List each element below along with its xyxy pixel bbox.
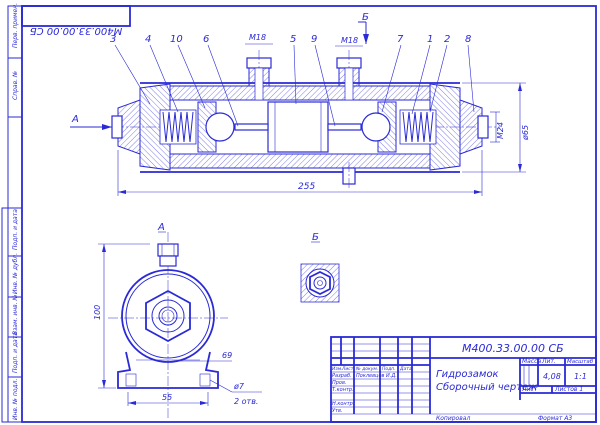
dim-255: 255 — [298, 182, 315, 192]
right-spring — [399, 109, 437, 145]
strip-label: Инв. № дубл. — [12, 253, 19, 294]
code-stamp: М400.33.00.00 СБ — [21, 5, 131, 36]
tb-designation: М400.33.00.00 СБ — [462, 342, 564, 355]
view-b-title: Б — [312, 232, 319, 243]
title-block: М400.33.00.00 СБ Лит. Масса Масштаб 4,08… — [330, 336, 597, 423]
callout: 5 — [290, 34, 296, 45]
mirrored-code: М400.33.00.00 СБ — [30, 25, 123, 36]
tb-col-scale: Масштаб — [567, 359, 594, 365]
tb-row-label: Т.контр. — [332, 387, 354, 393]
tb-mass: 4,08 — [543, 372, 561, 381]
dim-69: 69 — [222, 351, 232, 360]
dim-dia65-label: ø65 — [521, 125, 530, 141]
callout: 2 — [444, 34, 450, 45]
tb-copied: Копировал — [436, 415, 470, 422]
callout: 7 — [397, 34, 404, 45]
arrow-a-label: A — [71, 114, 79, 125]
callout: 6 — [203, 34, 209, 45]
view-arrow-a: A — [70, 114, 112, 130]
tb-col-mass: Масса — [522, 358, 541, 365]
strip-label: Подп. и дата — [12, 332, 19, 373]
left-spring — [159, 109, 197, 145]
strip-label: Инв. № подл. — [12, 379, 19, 420]
dim-overall-length: 255 — [117, 150, 483, 196]
callout: 1 — [427, 34, 433, 45]
tb-hdr-date: Дата — [399, 366, 412, 372]
tb-row-label: Пров. — [332, 380, 347, 386]
tb-sheet: Лист — [521, 386, 538, 393]
left-fitting — [246, 50, 272, 101]
strip-label: Перв. примен. — [12, 3, 19, 48]
tb-name-1: Гидрозамок — [436, 369, 499, 380]
strip-label: Справ. № — [12, 71, 19, 100]
dim-55: 55 — [162, 393, 172, 402]
strip-label: Подп. и дата — [12, 209, 19, 250]
dim-m24: M24 — [490, 111, 505, 143]
main-section-view: A Б M18 M18 3 4 10 6 5 9 7 — [70, 12, 530, 196]
sheet-frame — [1, 5, 597, 423]
tb-hdr-list: Лист — [341, 366, 354, 372]
arrow-b-label: Б — [362, 12, 369, 23]
dim-100: 100 — [93, 305, 102, 320]
thread-label-right: M18 — [341, 36, 358, 45]
view-arrow-b: Б — [358, 12, 369, 44]
callout: 3 — [110, 34, 116, 45]
callout: 4 — [145, 34, 151, 45]
tb-developer: Поклевцов И.Д. — [356, 373, 397, 379]
tb-name-2: Сборочный чертеж — [436, 381, 537, 393]
tb-row-label: Изм. — [332, 366, 343, 372]
tb-scale: 1:1 — [574, 372, 587, 381]
tb-row-label: Разраб. — [332, 373, 352, 379]
end-view-a: А 100 69 — [93, 222, 262, 420]
thread-label-left: M18 — [249, 33, 266, 42]
tb-row-label: Н.контр. — [332, 401, 354, 407]
dim-dia65: ø65 — [462, 82, 530, 173]
tb-row-label: Утв. — [332, 408, 343, 414]
tb-format: Формат A3 — [538, 415, 572, 422]
tb-hdr-sign: Подп. — [382, 366, 396, 372]
strip-label: Взам. инв. № — [12, 294, 19, 335]
right-fitting — [336, 50, 362, 101]
callout: 10 — [170, 34, 183, 45]
tb-col-lit: Лит. — [541, 358, 556, 365]
left-strip-labels: Перв. примен. Справ. № Подп. и дата Инв.… — [12, 3, 19, 420]
dim-m24-label: M24 — [496, 122, 505, 139]
view-a-title: А — [157, 222, 165, 233]
callouts: 3 4 10 6 5 9 7 1 2 8 — [110, 34, 475, 127]
dim-hole: ø7 — [233, 382, 245, 391]
callout: 8 — [465, 34, 471, 45]
tb-hdr-doc: № докум. — [355, 366, 378, 372]
view-b: Б — [300, 232, 340, 303]
tb-sheets: Листов 1 — [554, 386, 583, 393]
dim-holes-count: 2 отв. — [234, 397, 258, 406]
callout: 9 — [311, 34, 317, 45]
